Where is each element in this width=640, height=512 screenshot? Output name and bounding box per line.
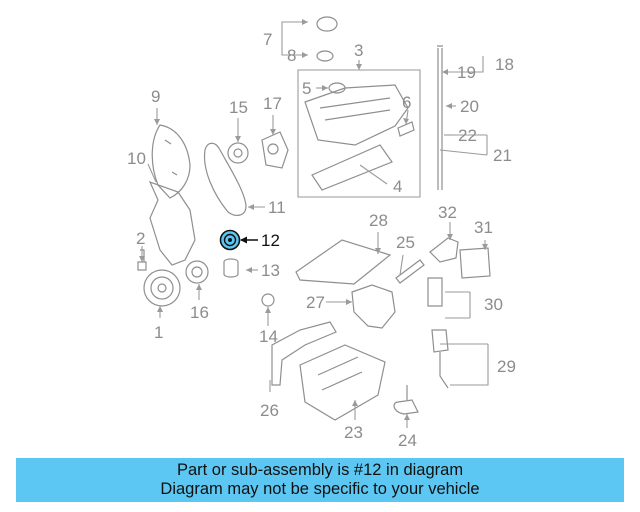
callout-5: 5 bbox=[302, 79, 311, 98]
parts-diagram: 1 2 3 4 5 6 7 8 9 10 11 12 13 14 15 16 1… bbox=[127, 16, 516, 450]
crankshaft-pulley-part bbox=[143, 269, 181, 307]
callout-2: 2 bbox=[136, 229, 145, 248]
strip-gasket-part bbox=[395, 259, 425, 284]
sprocket-part bbox=[185, 260, 209, 284]
banner-line-1: Part or sub-assembly is #12 in diagram bbox=[176, 461, 464, 479]
banner-line-2: Diagram may not be specific to your vehi… bbox=[160, 480, 480, 498]
callout-22: 22 bbox=[458, 126, 477, 145]
callout-6: 6 bbox=[402, 93, 411, 112]
callout-19: 19 bbox=[457, 63, 476, 82]
pan-gasket-part bbox=[271, 321, 337, 386]
callout-28: 28 bbox=[369, 211, 388, 230]
timing-cover-part bbox=[151, 124, 191, 199]
callout-3: 3 bbox=[354, 41, 363, 60]
bracket-part bbox=[429, 237, 459, 263]
callout-24: 24 bbox=[398, 431, 417, 450]
highlight-arrow-12 bbox=[240, 236, 258, 244]
callout-32: 32 bbox=[438, 203, 457, 222]
cap-seal-part bbox=[316, 50, 334, 62]
o-ring-part bbox=[328, 82, 346, 94]
filter-housing-part bbox=[459, 247, 491, 279]
gasket-part bbox=[311, 144, 393, 191]
arrow-heads bbox=[139, 19, 488, 420]
callout-25: 25 bbox=[396, 233, 415, 252]
callout-21: 21 bbox=[493, 146, 512, 165]
callout-9: 9 bbox=[151, 87, 160, 106]
callout-13: 13 bbox=[261, 261, 280, 280]
callout-14: 14 bbox=[259, 327, 278, 346]
callout-8: 8 bbox=[287, 46, 296, 65]
callout-11: 11 bbox=[268, 198, 286, 217]
callout-7: 7 bbox=[263, 30, 272, 49]
callout-30: 30 bbox=[484, 295, 503, 314]
timing-belt-part bbox=[203, 142, 247, 216]
callout-26: 26 bbox=[260, 401, 279, 420]
dipstick-part bbox=[437, 45, 443, 190]
valve-cover-part bbox=[304, 84, 409, 146]
info-banner: Part or sub-assembly is #12 in diagram D… bbox=[16, 458, 624, 502]
part-group-box bbox=[297, 69, 421, 198]
lower-timing-cover-part bbox=[148, 180, 196, 266]
baffle-part bbox=[295, 239, 392, 285]
oil-pan-part bbox=[299, 344, 386, 421]
callout-17: 17 bbox=[263, 94, 282, 113]
highlighted-part-12 bbox=[219, 229, 241, 251]
pressure-sensor-part bbox=[431, 329, 449, 389]
callout-16: 16 bbox=[190, 303, 209, 322]
idler-part bbox=[223, 258, 239, 278]
leader-lines bbox=[141, 21, 489, 428]
oil-cap-part bbox=[316, 16, 338, 32]
callout-18: 18 bbox=[495, 55, 514, 74]
callout-12: 12 bbox=[261, 231, 280, 250]
callout-15: 15 bbox=[229, 98, 248, 117]
callout-10: 10 bbox=[127, 149, 146, 168]
callout-27: 27 bbox=[306, 293, 325, 312]
callout-1: 1 bbox=[154, 323, 163, 342]
callout-31: 31 bbox=[474, 218, 493, 237]
tensioner-part bbox=[261, 131, 289, 169]
callout-29: 29 bbox=[497, 357, 516, 376]
sensor-part bbox=[397, 121, 415, 137]
seal-part bbox=[261, 293, 275, 307]
callout-4: 4 bbox=[393, 177, 402, 196]
callout-20: 20 bbox=[460, 97, 479, 116]
pulley-part bbox=[227, 142, 249, 164]
filter-element-part bbox=[427, 277, 443, 307]
oil-pump-part bbox=[351, 284, 396, 329]
pickup-part bbox=[393, 385, 419, 415]
callout-23: 23 bbox=[344, 423, 363, 442]
